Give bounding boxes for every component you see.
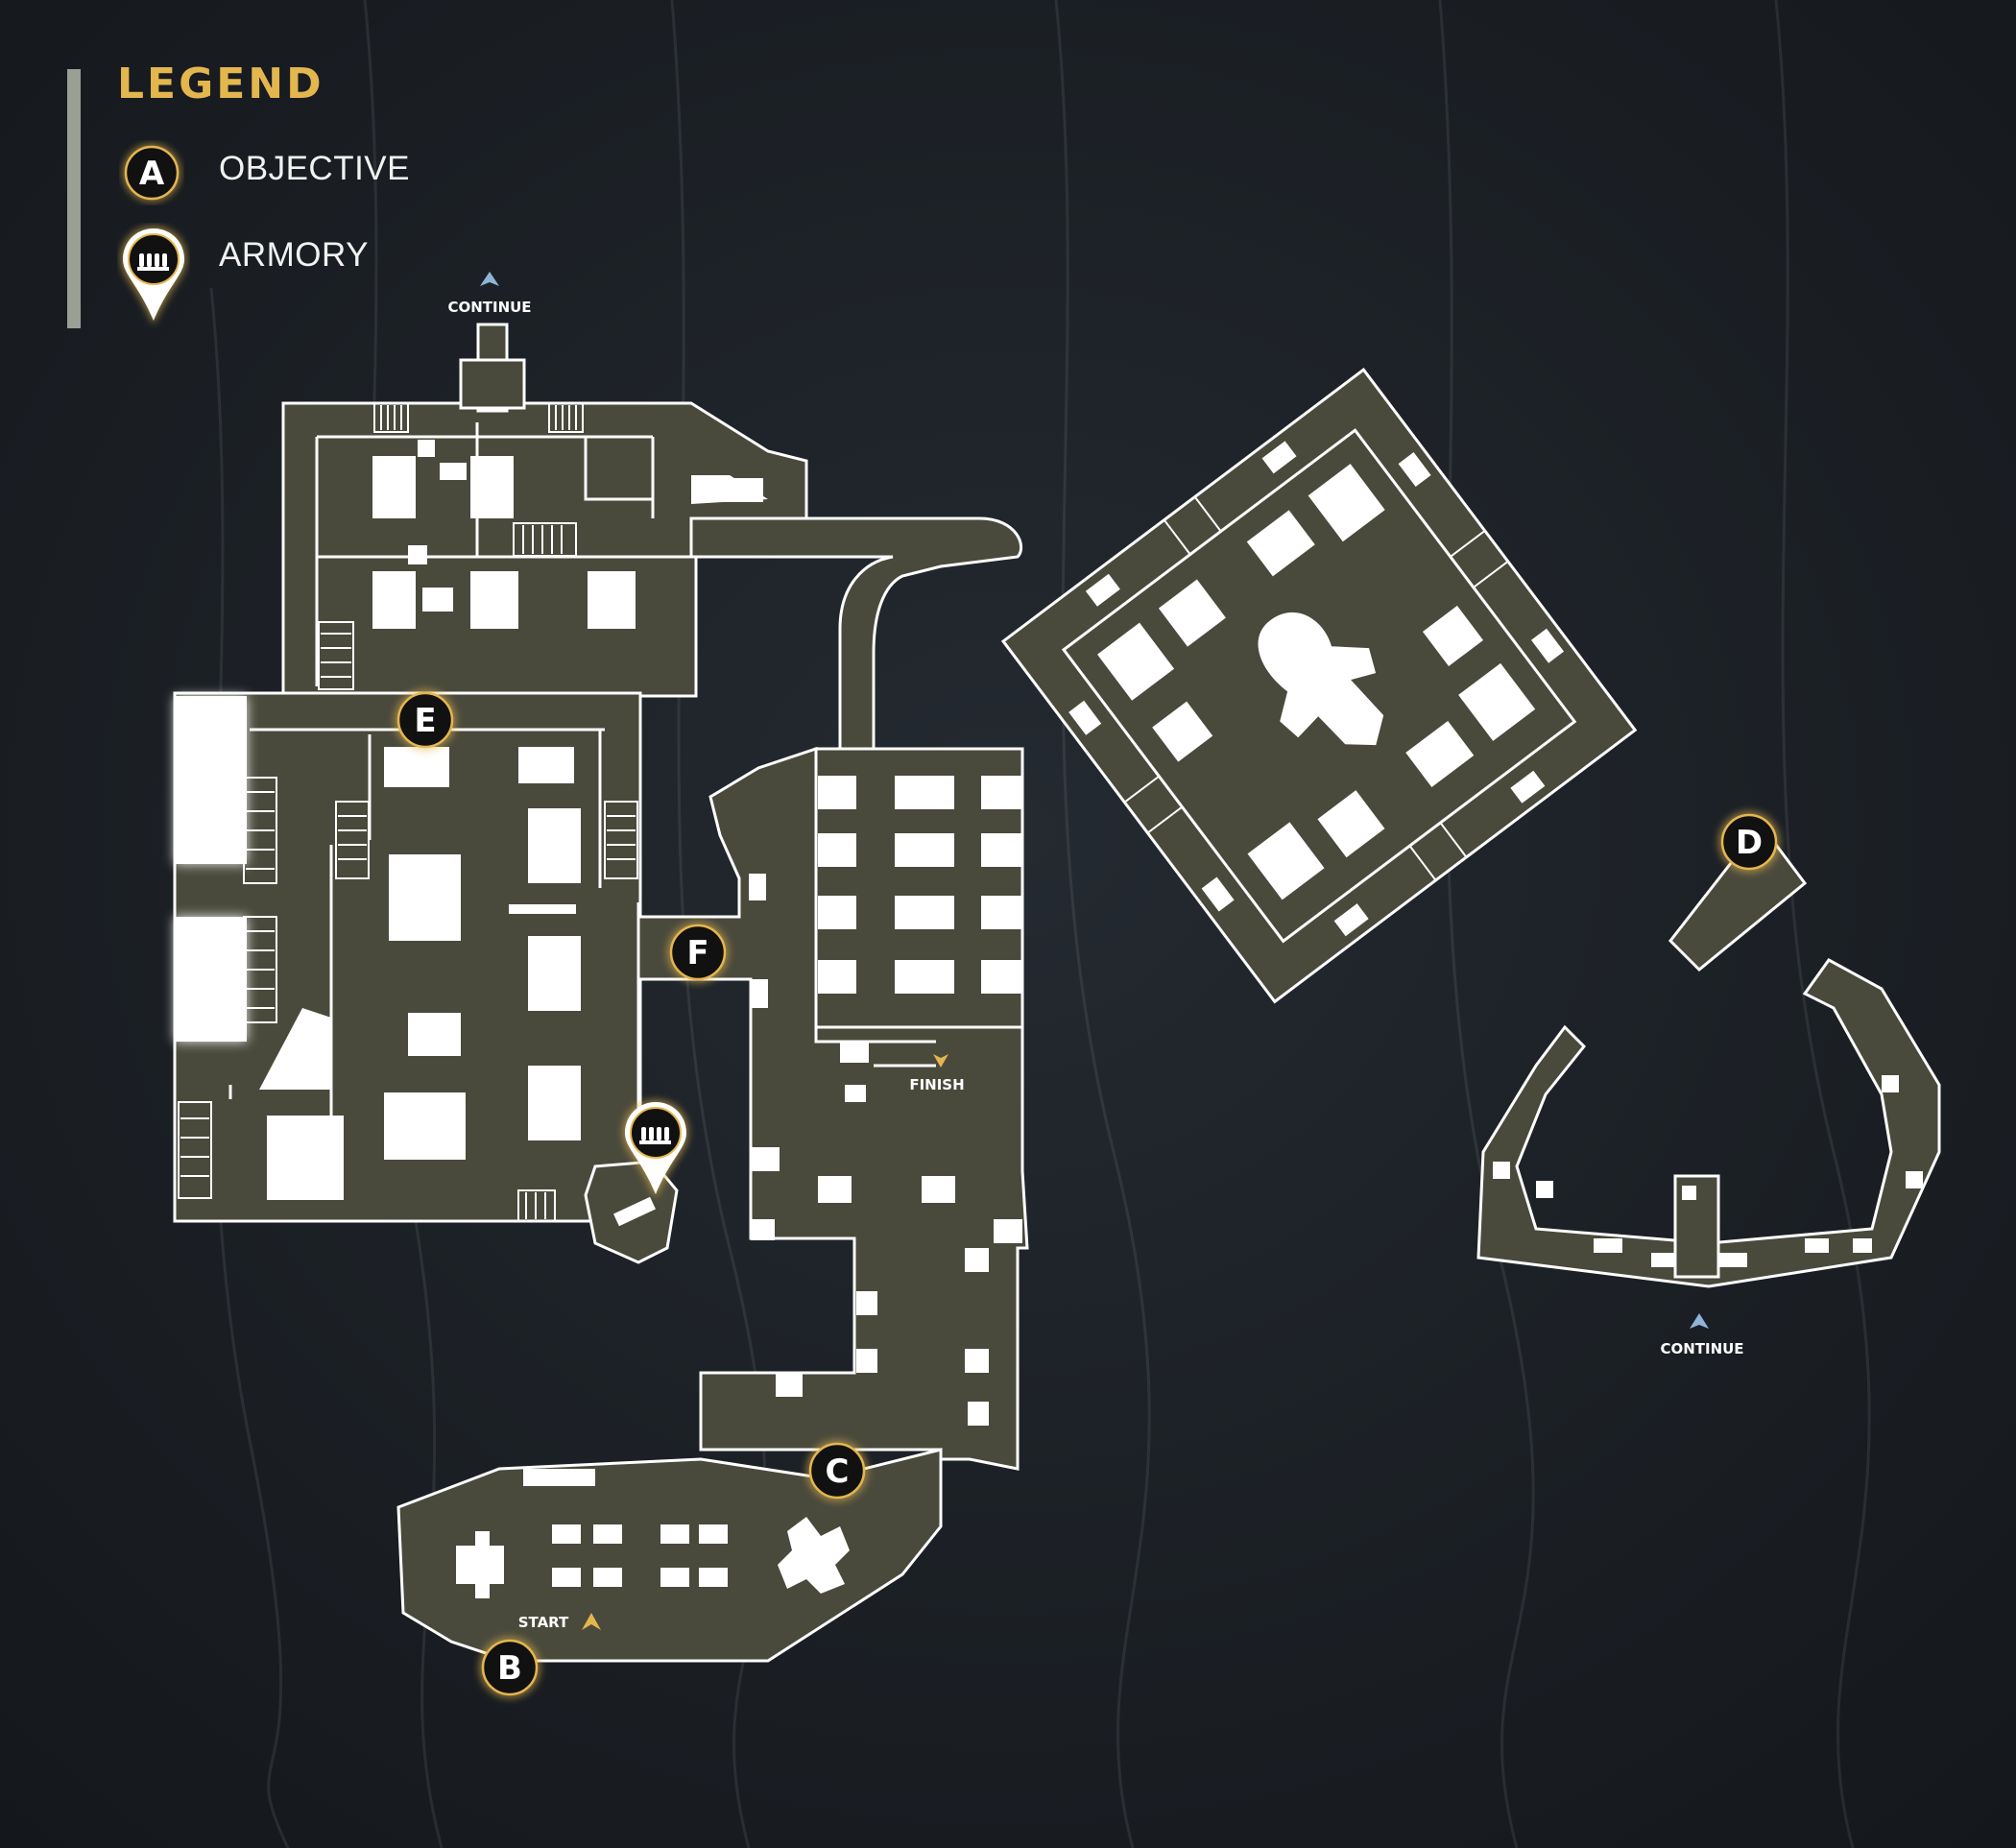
continue-label-right: CONTINUE: [1660, 1340, 1743, 1357]
legend-title: LEGEND: [117, 60, 324, 108]
armory-pin-icon[interactable]: [623, 1100, 688, 1198]
legend-objective-letter: A: [139, 155, 165, 193]
map-labels: CONTINUE FINISH START CONTINUE: [447, 272, 1744, 1631]
objective-letter: B: [497, 1649, 522, 1688]
objective-marker-f[interactable]: F: [667, 922, 729, 983]
objective-marker-c[interactable]: C: [806, 1440, 868, 1501]
start-area: [396, 1448, 943, 1663]
continue-arrow-icon: [1690, 1313, 1709, 1329]
legend-armory-label: ARMORY: [219, 236, 369, 274]
continue-label-top: CONTINUE: [447, 299, 531, 316]
east-complex: [1000, 368, 1941, 1288]
finish-arrow-icon: [933, 1054, 948, 1068]
objective-marker-b[interactable]: B: [479, 1637, 540, 1698]
continue-arrow-icon: [480, 272, 499, 286]
objective-marker-e[interactable]: E: [395, 689, 456, 751]
start-label: START: [518, 1614, 569, 1631]
central-building: [636, 746, 1029, 1471]
objective-letter: E: [414, 702, 436, 740]
objective-letter: C: [826, 1452, 850, 1491]
objective-marker-icon: A: [123, 144, 180, 202]
legend-objective-label: OBJECTIVE: [219, 150, 410, 187]
objective-letter: F: [686, 934, 708, 972]
objective-marker-d[interactable]: D: [1718, 811, 1780, 873]
finish-label: FINISH: [909, 1076, 964, 1093]
west-building: [173, 323, 1023, 1264]
legend-bar: [67, 69, 81, 328]
armory-pin-icon: [121, 227, 186, 324]
objective-letter: D: [1736, 824, 1763, 862]
start-arrow-icon: [582, 1613, 601, 1630]
